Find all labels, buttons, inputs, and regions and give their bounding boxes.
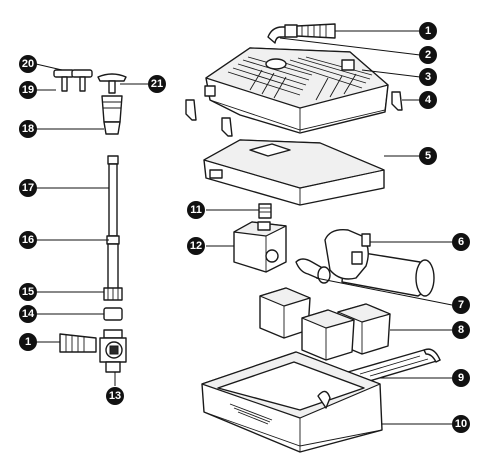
callout-3: 3 xyxy=(419,68,437,86)
callout-17: 17 xyxy=(19,179,37,197)
callout-11: 11 xyxy=(187,201,205,219)
svg-text:20: 20 xyxy=(22,58,34,70)
callout-13: 13 xyxy=(106,387,124,405)
uv-clarifier xyxy=(324,229,435,297)
callout-8: 8 xyxy=(452,321,470,339)
callout-2: 2 xyxy=(419,46,437,64)
callout-4: 4 xyxy=(419,91,437,109)
svg-text:9: 9 xyxy=(458,372,464,384)
callout-19: 19 xyxy=(19,81,37,99)
callout-7: 7 xyxy=(452,296,470,314)
svg-text:7: 7 xyxy=(458,299,464,311)
callout-6: 6 xyxy=(452,233,470,251)
svg-text:12: 12 xyxy=(190,240,202,252)
svg-text:8: 8 xyxy=(458,324,464,336)
leader-lines xyxy=(35,30,453,425)
svg-text:18: 18 xyxy=(22,123,34,135)
callout-14: 14 xyxy=(19,305,37,323)
filter-base-housing xyxy=(201,351,383,453)
callout-12: 12 xyxy=(187,237,205,255)
svg-text:5: 5 xyxy=(425,150,431,162)
callout-badges: 1 2 3 4 5 6 7 8 xyxy=(19,22,470,433)
svg-text:1: 1 xyxy=(25,336,31,348)
extension-tubes xyxy=(106,155,120,291)
callout-21: 21 xyxy=(148,75,166,93)
callout-18: 18 xyxy=(19,120,37,138)
hose-connector-top xyxy=(267,23,336,44)
fountain-nozzle-heads xyxy=(53,69,93,92)
callout-16: 16 xyxy=(19,231,37,249)
hose-connector-bottom xyxy=(59,333,97,353)
callout-15: 15 xyxy=(19,283,37,301)
svg-text:6: 6 xyxy=(458,236,464,248)
coupling-nut xyxy=(103,307,123,321)
filter-media-boxes xyxy=(259,287,391,361)
svg-text:17: 17 xyxy=(22,182,34,194)
svg-text:3: 3 xyxy=(425,71,431,83)
svg-text:19: 19 xyxy=(22,84,34,96)
svg-text:21: 21 xyxy=(151,78,163,90)
diverter-valve xyxy=(99,329,127,373)
bell-nozzle xyxy=(97,73,127,94)
svg-text:1: 1 xyxy=(425,25,431,37)
filter-lid xyxy=(204,47,389,134)
callout-1-bottom: 1 xyxy=(19,333,37,351)
fountain-collar xyxy=(101,95,123,135)
callout-5: 5 xyxy=(419,147,437,165)
callout-9: 9 xyxy=(452,369,470,387)
tube-adapter xyxy=(103,287,123,301)
pump-nozzle xyxy=(258,203,272,219)
svg-text:15: 15 xyxy=(22,286,34,298)
callout-20: 20 xyxy=(19,55,37,73)
svg-text:10: 10 xyxy=(455,418,467,430)
svg-text:13: 13 xyxy=(109,390,121,402)
svg-text:14: 14 xyxy=(22,308,35,320)
water-pump xyxy=(233,221,287,273)
callout-10: 10 xyxy=(452,415,470,433)
svg-text:16: 16 xyxy=(22,234,34,246)
svg-text:4: 4 xyxy=(425,94,432,106)
callout-1-top: 1 xyxy=(419,22,437,40)
lid-clips xyxy=(185,91,403,137)
filter-sponge-tray xyxy=(203,139,385,206)
svg-text:11: 11 xyxy=(190,204,202,216)
svg-text:2: 2 xyxy=(425,49,431,61)
